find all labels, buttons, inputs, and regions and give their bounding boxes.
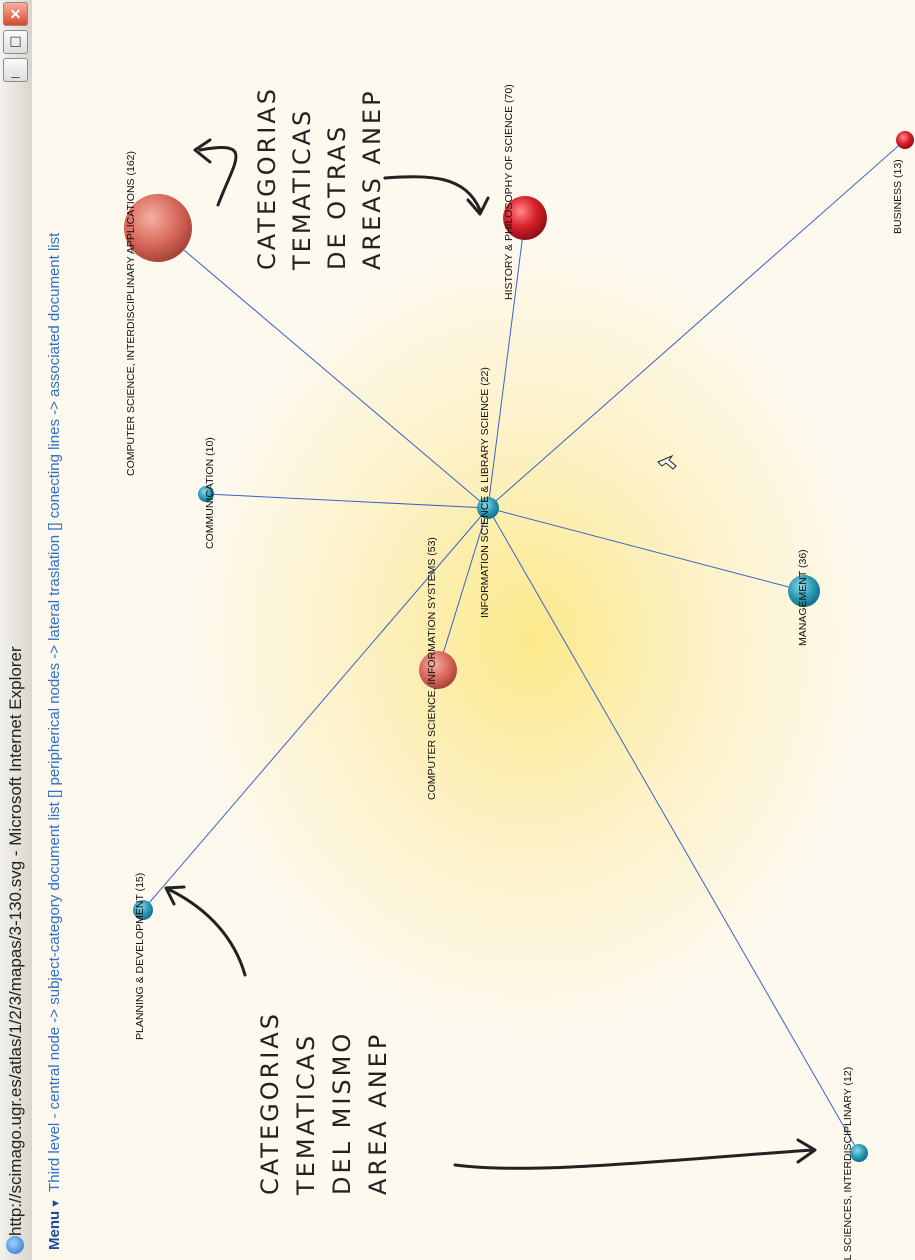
edge-plan[interactable]: [142, 507, 489, 911]
annotation-arrow-up: [198, 145, 238, 207]
graph-node-soc[interactable]: [850, 1144, 868, 1162]
annotation-arrow-down-head: [466, 196, 490, 216]
annotation-arrow-left-head: [164, 885, 186, 906]
annotation-arrow-down: [383, 175, 482, 212]
network-graph: COMPUTER SCIENCE, INTERDISCIPLINARY APPL…: [124, 84, 914, 1260]
cursor-icon: [657, 454, 677, 470]
annotation-top-line-3: DE OTRAS: [323, 124, 351, 270]
annotation-bottom: CATEGORIAS TEMATICAS DEL MISMO AREA ANEP: [164, 885, 817, 1196]
node-label-plan[interactable]: PLANNING & DEVELOPMENT (15): [134, 873, 146, 1040]
annotation-arrow-right-head: [796, 1138, 817, 1164]
nodes-layer: [124, 131, 914, 1162]
edge-mgmt[interactable]: [487, 507, 805, 592]
node-label-csia[interactable]: COMPUTER SCIENCE, INTERDISCIPLINARY APPL…: [125, 151, 137, 476]
window-title-bar: ✕ ☐ _ http://scimago.ugr.es/atlas/1/2/3/…: [0, 0, 33, 1260]
graph-node-comm[interactable]: [198, 486, 214, 502]
node-label-soc[interactable]: SOCIAL SCIENCES, INTERDISCIPLINARY (12): [842, 1067, 854, 1260]
maximize-button[interactable]: ☐: [3, 30, 28, 54]
node-label-hps[interactable]: HISTORY & PHILOSOPHY OF SCIENCE (70): [503, 84, 515, 300]
close-button[interactable]: ✕: [3, 2, 28, 26]
node-label-csis[interactable]: COMPUTER SCIENCE, INFORMATION SYSTEMS (5…: [426, 537, 438, 800]
annotation-bottom-line-4: AREA ANEP: [364, 1032, 392, 1195]
graph-node-mgmt[interactable]: [788, 575, 820, 607]
graph-node-plan[interactable]: [133, 900, 153, 920]
annotation-top-line-1: CATEGORIAS: [253, 86, 281, 270]
central-node[interactable]: [477, 497, 499, 519]
menu-description: Third level - central node -> subject-ca…: [46, 232, 63, 1192]
annotation-bottom-line-3: DEL MISMO: [328, 1031, 356, 1195]
annotation-top-line-4: AREAS ANEP: [358, 88, 386, 270]
menu-row: Menu▼ Third level - central node -> subje…: [40, 50, 70, 1250]
edge-hps[interactable]: [487, 217, 526, 509]
graph-node-csis[interactable]: [419, 651, 457, 689]
annotation-arrow-left: [168, 888, 247, 977]
annotation-top: CATEGORIAS TEMATICAS DE OTRAS AREAS ANEP: [193, 86, 490, 271]
edge-bus[interactable]: [487, 139, 906, 509]
annotation-bottom-line-2: TEMATICAS: [292, 1033, 320, 1196]
edges-layer: [142, 139, 906, 1154]
central-node-label[interactable]: INFORMATION SCIENCE & LIBRARY SCIENCE (2…: [479, 367, 491, 618]
minimize-button[interactable]: _: [3, 58, 28, 82]
edge-soc[interactable]: [487, 507, 860, 1154]
edge-csia[interactable]: [157, 227, 489, 509]
edge-comm[interactable]: [205, 493, 489, 509]
chevron-down-icon[interactable]: ▼: [50, 1197, 62, 1209]
graph-node-bus[interactable]: [896, 131, 914, 149]
edge-csis[interactable]: [437, 507, 489, 671]
internet-explorer-icon: [6, 1236, 24, 1254]
graph-node-hps[interactable]: [503, 196, 547, 240]
window-title: http://scimago.ugr.es/atlas/1/2/3/mapas/…: [6, 646, 25, 1236]
labels-layer: COMPUTER SCIENCE, INTERDISCIPLINARY APPL…: [125, 84, 904, 1260]
node-label-bus[interactable]: BUSINESS (13): [892, 159, 904, 234]
annotation-bottom-line-1: CATEGORIAS: [256, 1011, 284, 1195]
menu-button[interactable]: Menu: [46, 1210, 63, 1250]
menu-bar: Menu▼ Third level - central node -> subje…: [32, 0, 70, 1260]
annotation-arrow-right: [453, 1148, 814, 1170]
annotation-arrow-up-head: [193, 138, 212, 164]
graph-canvas: COMPUTER SCIENCE, INTERDISCIPLINARY APPL…: [70, 0, 915, 1260]
node-label-mgmt[interactable]: MANAGEMENT (36): [797, 549, 809, 646]
graph-node-csia[interactable]: [124, 194, 192, 262]
node-label-comm[interactable]: COMMUNICATION (10): [204, 437, 216, 549]
annotation-top-line-2: TEMATICAS: [288, 108, 316, 271]
